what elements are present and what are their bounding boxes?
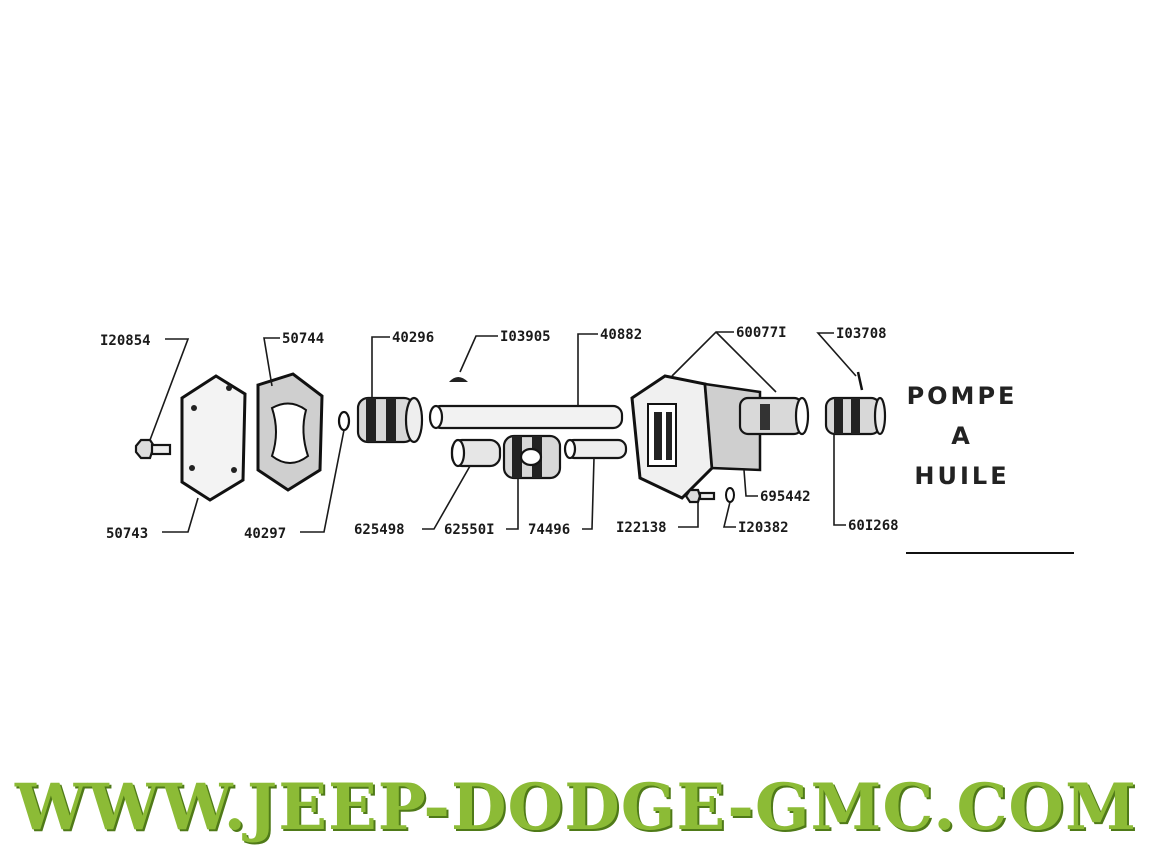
label-40296: 40296 bbox=[392, 330, 434, 346]
label-74496: 74496 bbox=[528, 522, 570, 538]
part-shaft-40882 bbox=[428, 404, 624, 430]
part-bolt-122138 bbox=[684, 488, 716, 504]
label-40882: 40882 bbox=[600, 327, 642, 343]
title-line-3: HUILE bbox=[914, 462, 1009, 490]
part-washer-120382 bbox=[725, 487, 735, 503]
label-120854: I20854 bbox=[100, 333, 151, 349]
part-pin-625498 bbox=[450, 438, 502, 468]
site-url-watermark: WWW.JEEP-DODGE-GMC.COM bbox=[14, 770, 1138, 845]
label-50744: 50744 bbox=[282, 331, 324, 347]
leader-lines bbox=[149, 331, 857, 533]
part-gasket-50744 bbox=[256, 372, 324, 492]
part-ring-40297 bbox=[337, 410, 351, 432]
label-600771: 60077I bbox=[736, 325, 787, 341]
label-40297: 40297 bbox=[244, 526, 286, 542]
part-gear-625501 bbox=[502, 434, 562, 480]
part-key-103905 bbox=[449, 377, 468, 382]
label-50743: 50743 bbox=[106, 526, 148, 542]
label-103708: I03708 bbox=[836, 326, 887, 342]
label-122138: I22138 bbox=[616, 520, 667, 536]
part-gear-601268 bbox=[824, 396, 887, 436]
title-line-1: POMPE bbox=[907, 382, 1018, 410]
label-103905: I03905 bbox=[500, 329, 551, 345]
title-line-2: A bbox=[951, 422, 973, 450]
part-pin-103708 bbox=[856, 371, 864, 391]
part-shaft-74496 bbox=[563, 438, 628, 460]
label-625498: 625498 bbox=[354, 522, 405, 538]
label-695442: 695442 bbox=[760, 489, 811, 505]
label-601268: 60I268 bbox=[848, 518, 899, 534]
part-pump-body-600771 bbox=[630, 374, 810, 500]
label-120382: I20382 bbox=[738, 520, 789, 536]
label-625501: 62550I bbox=[444, 522, 495, 538]
part-bolt-120854 bbox=[134, 438, 172, 460]
part-cover-plate-50743 bbox=[180, 374, 247, 502]
part-gear-40296 bbox=[356, 396, 424, 444]
